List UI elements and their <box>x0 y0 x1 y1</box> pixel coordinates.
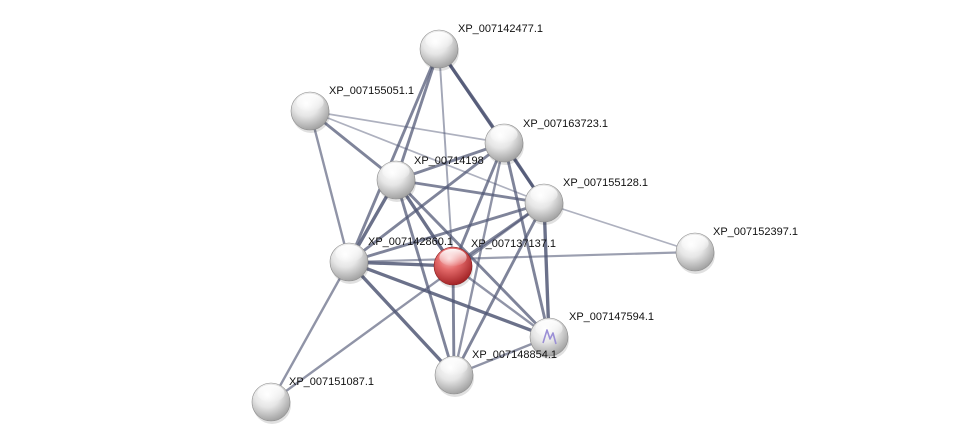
sphere-gloss <box>296 93 324 111</box>
sphere-gloss <box>257 384 285 403</box>
node-label-XP_007151087.1: XP_007151087.1 <box>289 376 374 388</box>
node-label-XP_007148854.1: XP_007148854.1 <box>472 349 557 361</box>
node-label-XP_007142477.1: XP_007142477.1 <box>458 23 543 35</box>
edge-XP_007142860.1-XP_007151087.1 <box>269 260 351 404</box>
edge-XP_007163723.1-XP_007147594.1 <box>502 141 551 339</box>
edge-XP_007155128.1-XP_007148854.1 <box>452 201 546 377</box>
protein-structure-icon <box>542 329 557 345</box>
protein-nodes <box>251 29 715 424</box>
edge-XP_007155051.1-XP_007163723.1 <box>309 110 505 144</box>
node-label-XP_007142860.1: XP_007142860.1 <box>368 236 453 248</box>
node-XP_007163723.1[interactable] <box>484 123 524 165</box>
sphere-gloss <box>425 31 453 49</box>
sphere-gloss <box>335 244 363 262</box>
node-label-XP_00714198: XP_00714198 <box>414 155 484 167</box>
node-label-XP_007137137.1: XP_007137137.1 <box>471 238 556 250</box>
node-XP_007155128.1[interactable] <box>524 183 564 225</box>
sphere-gloss <box>382 162 410 180</box>
node-XP_007152397.1[interactable] <box>675 232 715 274</box>
sphere-gloss <box>490 125 518 143</box>
node-XP_007151087.1[interactable] <box>251 382 291 424</box>
node-label-XP_007155051.1: XP_007155051.1 <box>329 85 414 97</box>
edge-XP_007142477.1-XP_00714198 <box>394 47 441 182</box>
node-XP_007142860.1[interactable] <box>329 242 369 284</box>
node-XP_007148854.1[interactable] <box>434 355 474 397</box>
edge-XP_007142860.1-XP_007152397.1 <box>347 250 697 264</box>
edge-XP_007155051.1-XP_007142860.1 <box>308 109 351 264</box>
edge-XP_007142477.1-XP_007142860.1 <box>347 47 441 264</box>
node-label-XP_007147594.1: XP_007147594.1 <box>569 311 654 323</box>
sphere-gloss <box>535 319 563 338</box>
node-label-XP_007152397.1: XP_007152397.1 <box>713 226 798 238</box>
edge-XP_007151087.1-XP_007155128.1 <box>269 201 546 404</box>
sphere-gloss <box>440 357 468 376</box>
edge-XP_007155128.1-XP_007142860.1 <box>347 201 546 264</box>
protein-labels: XP_007142477.1XP_007155051.1XP_007163723… <box>289 23 798 388</box>
edge-XP_007142860.1-XP_007147594.1 <box>347 260 551 339</box>
node-label-XP_007155128.1: XP_007155128.1 <box>563 177 648 189</box>
node-XP_007142477.1[interactable] <box>419 29 459 71</box>
edge-XP_007155051.1-XP_007155128.1 <box>309 110 545 204</box>
edge-XP_00714198-XP_007155128.1 <box>394 178 546 205</box>
edge-XP_007163723.1-XP_007142860.1 <box>347 141 506 264</box>
node-XP_00714198[interactable] <box>376 160 416 202</box>
sphere-gloss <box>439 248 467 266</box>
edge-XP_00714198-XP_007148854.1 <box>394 178 456 377</box>
sphere-gloss <box>530 185 558 203</box>
edge-XP_007155128.1-XP_007147594.1 <box>542 201 551 339</box>
edge-XP_007142860.1-XP_007148854.1 <box>347 260 456 377</box>
node-XP_007147594.1[interactable] <box>529 317 569 359</box>
node-XP_007137137.1[interactable] <box>433 246 473 288</box>
node-XP_007155051.1[interactable] <box>290 91 330 133</box>
edge-XP_007155128.1-XP_007152397.1 <box>543 202 696 253</box>
node-label-XP_007163723.1: XP_007163723.1 <box>523 118 608 130</box>
sphere-gloss <box>681 234 709 252</box>
edge-XP_007137137.1-XP_007147594.1 <box>451 264 551 339</box>
